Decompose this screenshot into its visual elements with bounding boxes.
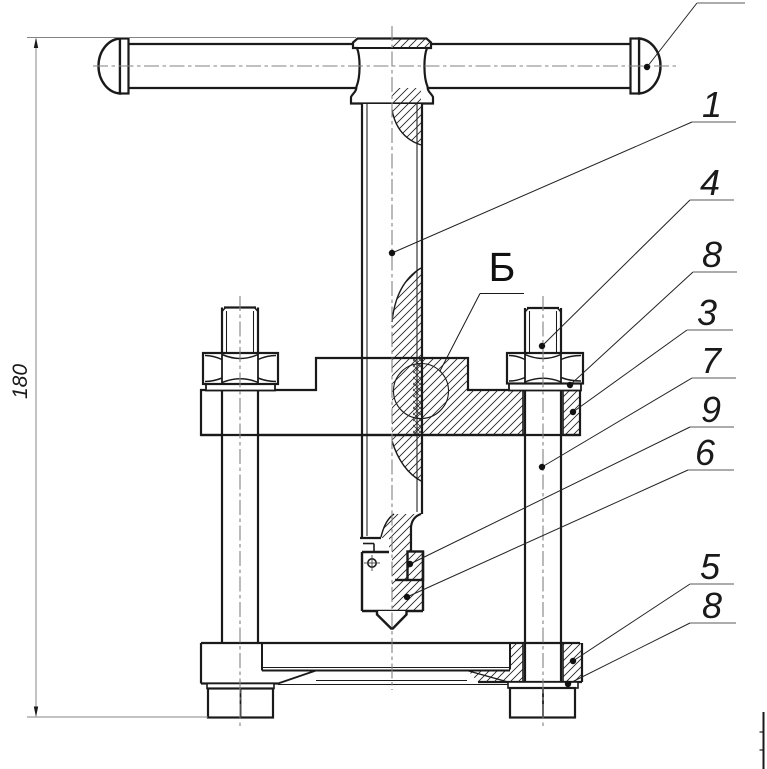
callout-5: 5 bbox=[569, 546, 734, 665]
detail-view-marker: Б bbox=[392, 244, 524, 420]
callout-8-bottom: 8 bbox=[564, 585, 736, 688]
callout-8-top: 8 bbox=[566, 234, 737, 389]
callout-number-8a: 8 bbox=[702, 234, 722, 275]
callout-number-4: 4 bbox=[700, 162, 720, 203]
callout-number-3: 3 bbox=[697, 292, 717, 333]
callout-number-7: 7 bbox=[701, 340, 723, 381]
callout-3: 3 bbox=[569, 292, 733, 416]
callout-4: 4 bbox=[538, 162, 734, 350]
screw bbox=[360, 88, 424, 552]
stud-right-through-plate bbox=[523, 643, 563, 682]
nut-top-right bbox=[505, 351, 585, 385]
callout-9: 9 bbox=[406, 389, 734, 568]
dimension-180: 180 bbox=[9, 37, 356, 718]
callout-number-8b: 8 bbox=[702, 585, 722, 626]
detail-circle bbox=[392, 362, 450, 420]
callout-6: 6 bbox=[403, 432, 734, 601]
detail-label: Б bbox=[489, 244, 516, 290]
title-block-corner bbox=[759, 712, 765, 769]
callout-1: 1 bbox=[388, 84, 736, 257]
callout-number-1: 1 bbox=[702, 84, 722, 125]
centerlines bbox=[93, 26, 678, 727]
dimension-value: 180 bbox=[9, 364, 32, 399]
callout-top-cropped bbox=[643, 2, 745, 71]
callout-number-5: 5 bbox=[700, 546, 721, 587]
callout-7: 7 bbox=[538, 340, 736, 471]
callouts: 1 4 8 3 7 9 6 5 bbox=[388, 2, 745, 688]
callout-number-9: 9 bbox=[701, 389, 721, 430]
base-plate bbox=[199, 641, 584, 686]
callout-number-6: 6 bbox=[695, 432, 716, 473]
